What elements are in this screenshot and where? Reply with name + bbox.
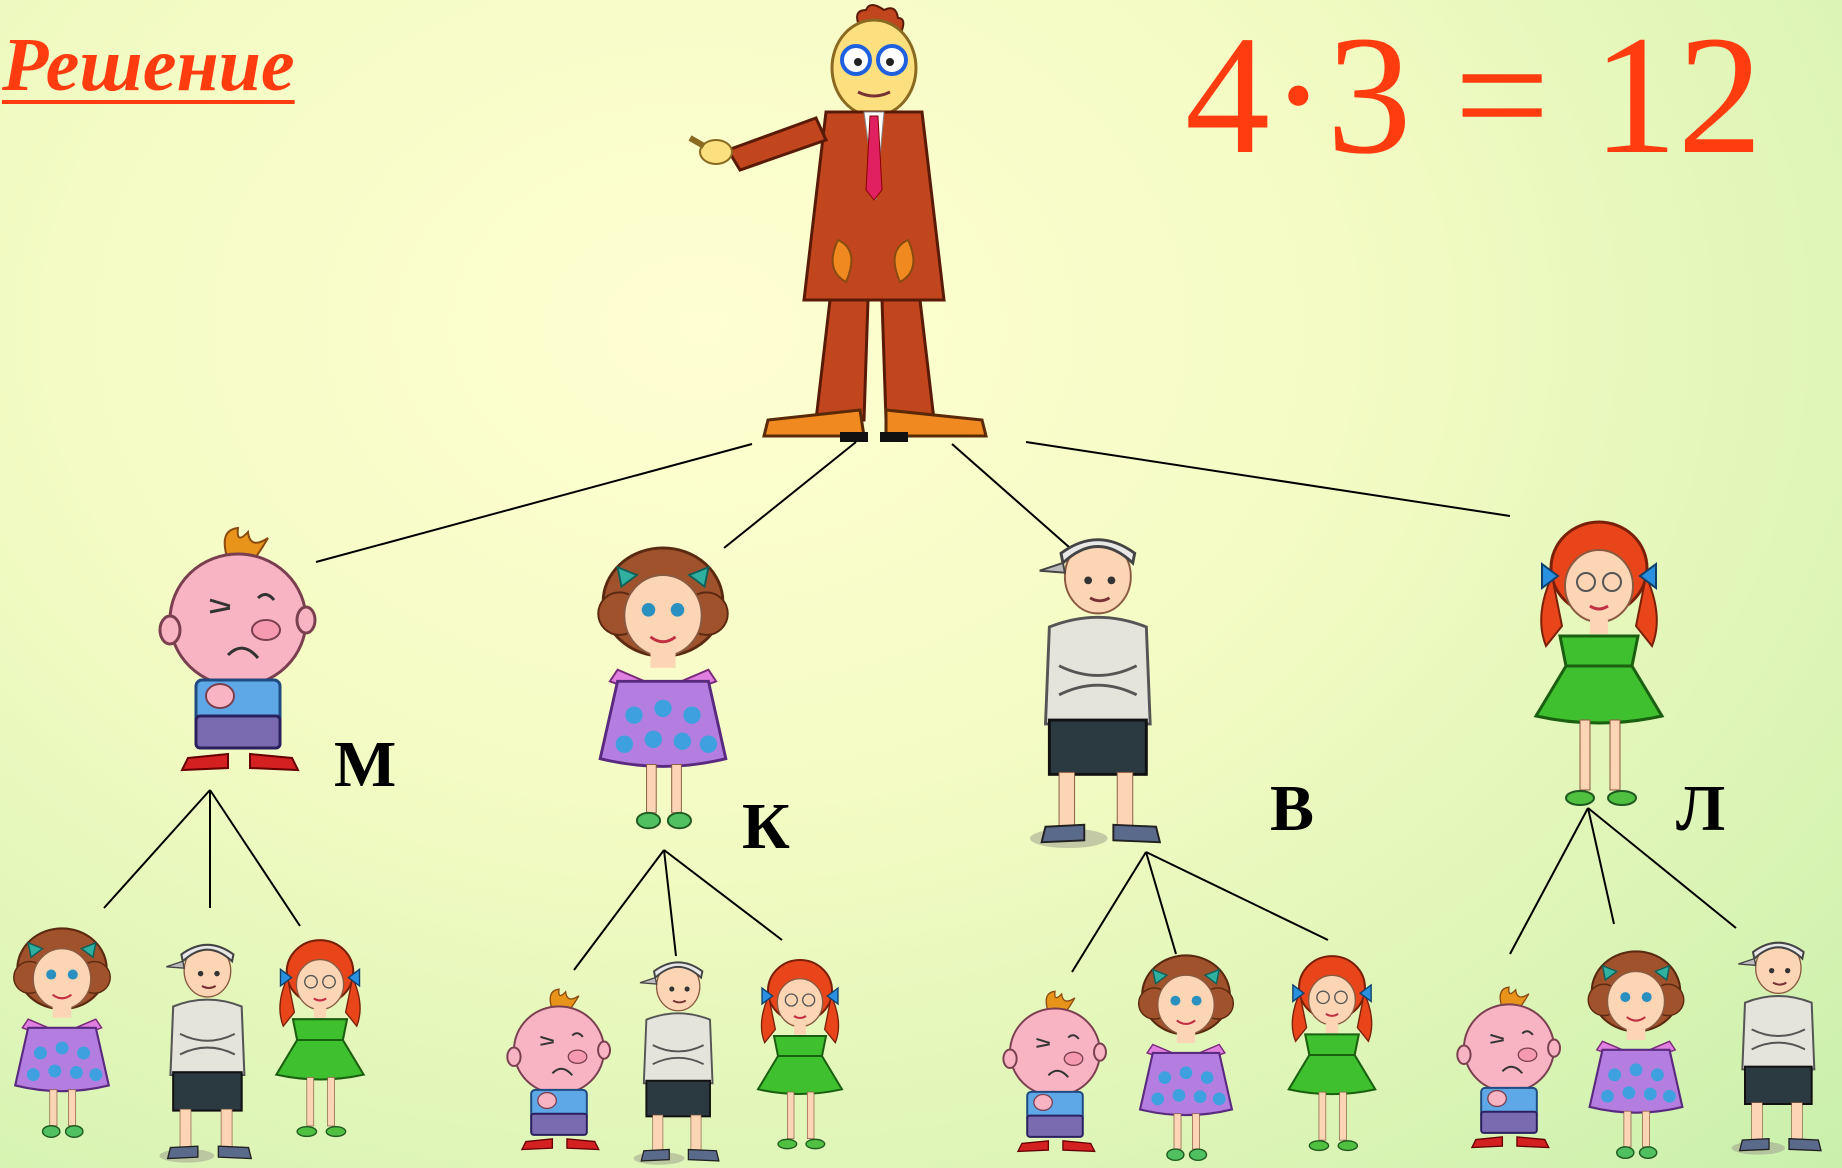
- slide-title: Решение: [2, 23, 295, 107]
- formula: 4·3 = 12: [1185, 1, 1763, 189]
- l-child-boy-cap: [1730, 941, 1823, 1156]
- k-branches: [573, 849, 783, 971]
- m-branches: [103, 789, 301, 927]
- v-branches: [1071, 851, 1329, 973]
- v-child-boy-round: [1002, 990, 1107, 1153]
- child-k-figure: [596, 546, 730, 830]
- child-v-figure: [1028, 538, 1162, 850]
- v-child-girl-green: [1287, 955, 1377, 1152]
- child-m-figure: [158, 526, 317, 772]
- l-child-boy-round: [1456, 986, 1562, 1149]
- m-child-girl-pink: [12, 927, 112, 1139]
- label-l: Л: [1676, 772, 1725, 845]
- root-branches: [315, 441, 1511, 563]
- k-child-boy-cap: [632, 961, 720, 1166]
- m-child-girl-green: [275, 939, 365, 1138]
- k-child-boy-round: [506, 988, 612, 1151]
- label-m: М: [334, 728, 396, 801]
- m-child-boy-cap: [158, 943, 253, 1164]
- child-l-figure: [1534, 520, 1664, 807]
- label-v: В: [1270, 772, 1314, 845]
- l-child-girl-pink: [1587, 950, 1685, 1160]
- label-k: К: [742, 790, 790, 863]
- k-child-girl-green: [756, 958, 844, 1150]
- teacher-figure: [688, 4, 988, 442]
- v-child-girl-pink: [1137, 954, 1235, 1162]
- l-branches: [1509, 807, 1737, 955]
